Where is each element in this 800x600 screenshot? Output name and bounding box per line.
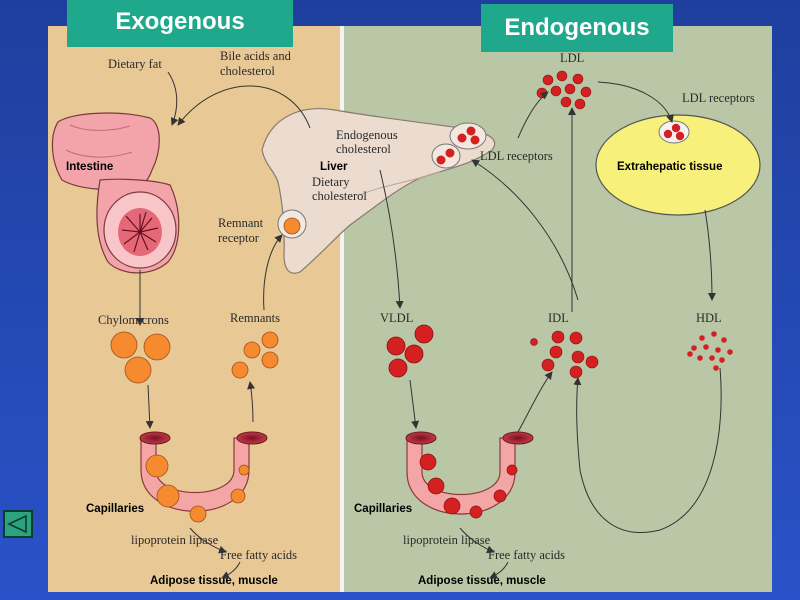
intestine-label: Intestine [66, 161, 113, 173]
bile-acids-label-2: cholesterol [220, 64, 275, 78]
capillaries-right-label: Capillaries [354, 503, 412, 515]
liver-ldl-receptor-vesicles [431, 122, 487, 169]
pathway-arrows [136, 71, 722, 579]
liver-label: Liver [320, 161, 348, 173]
remnant-particles [231, 331, 279, 379]
endogenous-cholesterol-label-2: cholesterol [336, 142, 391, 156]
back-arrow-icon [7, 514, 27, 534]
dietary-cholesterol-label-1: Dietary [312, 175, 350, 189]
capillary-left-particles [145, 454, 250, 523]
ldl-receptors-liver-label: LDL receptors [480, 149, 553, 163]
dietary-cholesterol-label-2: cholesterol [312, 189, 367, 203]
remnant-receptor-label-2: receptor [218, 231, 260, 245]
remnant-receptor-vesicle [277, 209, 307, 239]
chylomicrons-label: Chylomicrons [98, 313, 169, 327]
intestine [51, 112, 180, 274]
capillary-right-particles [419, 453, 518, 519]
vldl-label: VLDL [380, 311, 413, 325]
adipose-right-label: Adipose tissue, muscle [418, 575, 546, 587]
chylomicron-particles [110, 331, 171, 384]
vldl-particles [386, 324, 434, 378]
idl-particles [530, 330, 599, 379]
exogenous-header: Exogenous [67, 0, 293, 47]
capillaries-left-label: Capillaries [86, 503, 144, 515]
endogenous-cholesterol-label-1: Endogenous [336, 128, 398, 142]
ldl-label: LDL [560, 51, 584, 65]
ldl-receptors-extrahepatic-label: LDL receptors [682, 91, 755, 105]
ldl-particles [536, 70, 592, 110]
idl-label: IDL [548, 311, 569, 325]
dietary-fat-label: Dietary fat [108, 57, 162, 71]
remnant-receptor-label-1: Remnant [218, 216, 264, 230]
free-fatty-acids-left-label: Free fatty acids [220, 548, 297, 562]
hdl-particles [687, 331, 733, 371]
free-fatty-acids-right-label: Free fatty acids [488, 548, 565, 562]
remnants-label: Remnants [230, 311, 280, 325]
extrahepatic-tissue [595, 114, 761, 216]
hdl-label: HDL [696, 311, 722, 325]
back-nav-button[interactable] [3, 510, 33, 538]
capillary-right [405, 431, 534, 515]
extrahepatic-ldl-vesicle [658, 120, 690, 144]
lipoprotein-lipase-left-label: lipoprotein lipase [131, 533, 219, 547]
adipose-left-label: Adipose tissue, muscle [150, 575, 278, 587]
endogenous-header: Endogenous [481, 4, 673, 52]
extrahepatic-tissue-label: Extrahepatic tissue [617, 161, 722, 173]
lipoprotein-lipase-right-label: lipoprotein lipase [403, 533, 491, 547]
intestinal-villi [121, 211, 159, 253]
bile-acids-label-1: Bile acids and [220, 49, 292, 63]
panel-divider [340, 26, 344, 592]
